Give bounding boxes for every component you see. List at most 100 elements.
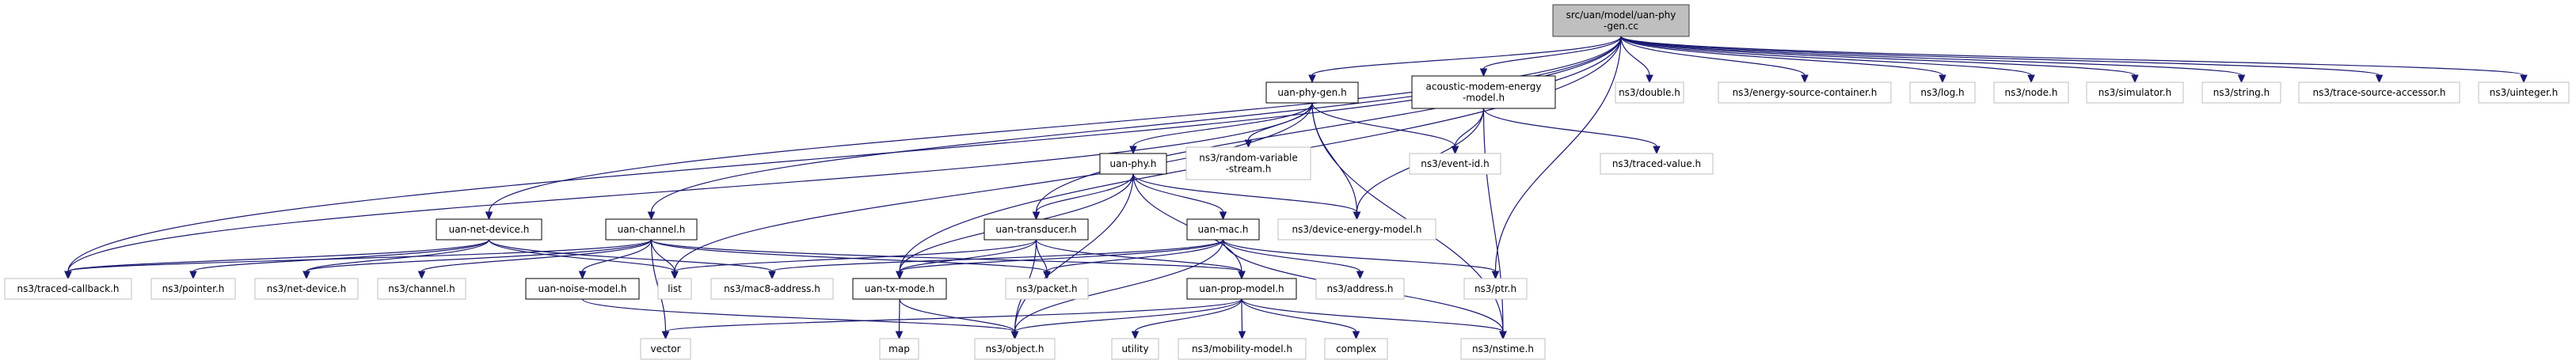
node-esc[interactable]: ns3/energy-source-container.h	[1718, 81, 1892, 104]
node-rvs[interactable]: ns3/random-variable-stream.h	[1185, 146, 1311, 180]
node-label: uan-channel.h	[618, 224, 686, 235]
edge-root-to-simulator	[1620, 36, 2139, 84]
edge-uan-mac-to-packet	[1043, 239, 1224, 280]
edge-uan-transducer-to-uan-prop-model	[1035, 239, 1246, 280]
node-uinteger[interactable]: ns3/uinteger.h	[2478, 81, 2570, 104]
node-uan-prop-model[interactable]: uan-prop-model.h	[1186, 278, 1297, 300]
edge-uan-mac-to-ptr	[1222, 239, 1500, 280]
node-label: ns3/net-device.h	[267, 283, 346, 294]
node-address[interactable]: ns3/address.h	[1315, 278, 1405, 300]
node-node[interactable]: ns3/node.h	[1993, 81, 2069, 104]
node-net-device[interactable]: ns3/net-device.h	[254, 278, 359, 300]
edge-root-to-node	[1620, 36, 2035, 84]
node-utility[interactable]: utility	[1111, 338, 1159, 360]
node-label: uan-mac.h	[1198, 224, 1249, 235]
edge-uan-net-device-to-mac8	[488, 239, 776, 280]
edges	[64, 36, 2528, 340]
node-channel[interactable]: ns3/channel.h	[377, 278, 466, 300]
node-label: ns3/random-variable	[1199, 153, 1298, 164]
node-label: ns3/channel.h	[388, 283, 455, 294]
node-label: uan-prop-model.h	[1199, 283, 1284, 294]
edge-root-to-tsa	[1620, 36, 2384, 84]
edge-uan-prop-model-to-mobility	[1238, 298, 1246, 340]
nodes: src/uan/model/uan-phy-gen.cc uan-phy-gen.…	[4, 4, 2570, 360]
node-label: ns3/mobility-model.h	[1192, 343, 1292, 354]
node-label: -gen.cc	[1604, 21, 1638, 32]
node-double[interactable]: ns3/double.h	[1615, 81, 1684, 104]
edge-uan-mac-to-address	[1222, 239, 1364, 280]
edge-uan-mac-to-uan-tx-mode	[896, 239, 1224, 280]
node-label: uan-phy-gen.h	[1277, 87, 1346, 98]
node-nstime[interactable]: ns3/nstime.h	[1460, 338, 1546, 360]
node-label: ns3/energy-source-container.h	[1733, 87, 1878, 98]
node-label: ns3/trace-source-accessor.h	[2312, 87, 2445, 98]
node-acoustic[interactable]: acoustic-modem-energy-model.h	[1411, 75, 1556, 109]
node-label: ns3/packet.h	[1016, 283, 1077, 294]
node-label: uan-tx-mode.h	[865, 283, 934, 294]
node-complex[interactable]: complex	[1324, 338, 1388, 360]
edge-root-to-uan-net-device	[485, 36, 1622, 221]
node-uan-phy-gen[interactable]: uan-phy-gen.h	[1265, 81, 1359, 104]
node-label: ns3/log.h	[1920, 87, 1964, 98]
node-tsa[interactable]: ns3/trace-source-accessor.h	[2298, 81, 2460, 104]
node-label: list	[668, 283, 682, 294]
node-map[interactable]: map	[879, 338, 919, 360]
node-string[interactable]: ns3/string.h	[2201, 81, 2281, 104]
edge-uan-channel-to-list	[650, 239, 679, 280]
edge-uan-phy-gen-to-uan-phy	[1129, 102, 1313, 155]
node-label: uan-noise-model.h	[538, 283, 627, 294]
node-uan-transducer[interactable]: uan-transducer.h	[984, 218, 1089, 241]
edge-acoustic-to-nstime	[1482, 108, 1507, 340]
node-label: -model.h	[1463, 93, 1505, 104]
node-mobility[interactable]: ns3/mobility-model.h	[1178, 338, 1307, 360]
edge-root-to-esc	[1620, 36, 1809, 84]
node-label: ns3/traced-value.h	[1612, 158, 1701, 169]
node-label: ns3/node.h	[2005, 87, 2058, 98]
node-uan-tx-mode[interactable]: uan-tx-mode.h	[852, 278, 947, 300]
node-label: ns3/device-energy-model.h	[1292, 224, 1422, 235]
edge-uan-channel-to-traced-callback	[64, 239, 653, 280]
edge-uan-channel-to-uan-prop-model	[650, 239, 1246, 280]
node-simulator[interactable]: ns3/simulator.h	[2086, 81, 2184, 104]
node-label: vector	[650, 343, 680, 354]
node-label: uan-transducer.h	[995, 224, 1076, 235]
edge-root-to-double	[1620, 36, 1653, 84]
node-traced-value[interactable]: ns3/traced-value.h	[1600, 153, 1714, 175]
node-uan-net-device[interactable]: uan-net-device.h	[436, 218, 542, 241]
node-label: ns3/object.h	[986, 343, 1044, 354]
node-log[interactable]: ns3/log.h	[1909, 81, 1976, 104]
edge-uan-tx-mode-to-map	[895, 298, 904, 340]
node-label: ns3/double.h	[1619, 87, 1680, 98]
edge-uan-prop-model-to-complex	[1241, 298, 1360, 340]
node-packet[interactable]: ns3/packet.h	[1005, 278, 1089, 300]
edge-acoustic-to-traced-value	[1482, 108, 1661, 155]
node-uan-mac[interactable]: uan-mac.h	[1186, 218, 1260, 241]
edge-uan-prop-model-to-vector	[661, 298, 1242, 340]
edge-root-to-uinteger	[1620, 36, 2528, 84]
node-root[interactable]: src/uan/model/uan-phy-gen.cc	[1552, 4, 1690, 37]
node-label: ns3/address.h	[1326, 283, 1393, 294]
edge-uan-phy-gen-to-dem	[1311, 102, 1361, 221]
node-dem[interactable]: ns3/device-energy-model.h	[1277, 218, 1436, 241]
node-label: utility	[1121, 343, 1148, 354]
node-object[interactable]: ns3/object.h	[974, 338, 1056, 360]
node-mac8[interactable]: ns3/mac8-address.h	[710, 278, 834, 300]
edge-uan-phy-to-uan-transducer	[1032, 173, 1134, 221]
node-label: -stream.h	[1226, 164, 1272, 175]
node-ptr[interactable]: ns3/ptr.h	[1463, 278, 1528, 300]
node-label: uan-net-device.h	[449, 224, 530, 235]
node-uan-noise-model[interactable]: uan-noise-model.h	[525, 278, 640, 300]
node-event-id[interactable]: ns3/event-id.h	[1409, 153, 1501, 175]
node-pointer[interactable]: ns3/pointer.h	[150, 278, 236, 300]
node-label: acoustic-modem-energy	[1426, 81, 1542, 93]
node-uan-channel[interactable]: uan-channel.h	[605, 218, 698, 241]
node-traced-callback[interactable]: ns3/traced-callback.h	[4, 278, 132, 300]
edge-uan-channel-to-uan-noise-model	[578, 239, 653, 280]
node-uan-phy[interactable]: uan-phy.h	[1099, 153, 1167, 175]
node-label: ns3/simulator.h	[2098, 87, 2171, 98]
node-vector[interactable]: vector	[640, 338, 691, 360]
node-list[interactable]: list	[657, 278, 692, 300]
edge-uan-prop-model-to-object	[1010, 298, 1242, 340]
edge-root-to-traced-callback	[64, 36, 1622, 280]
